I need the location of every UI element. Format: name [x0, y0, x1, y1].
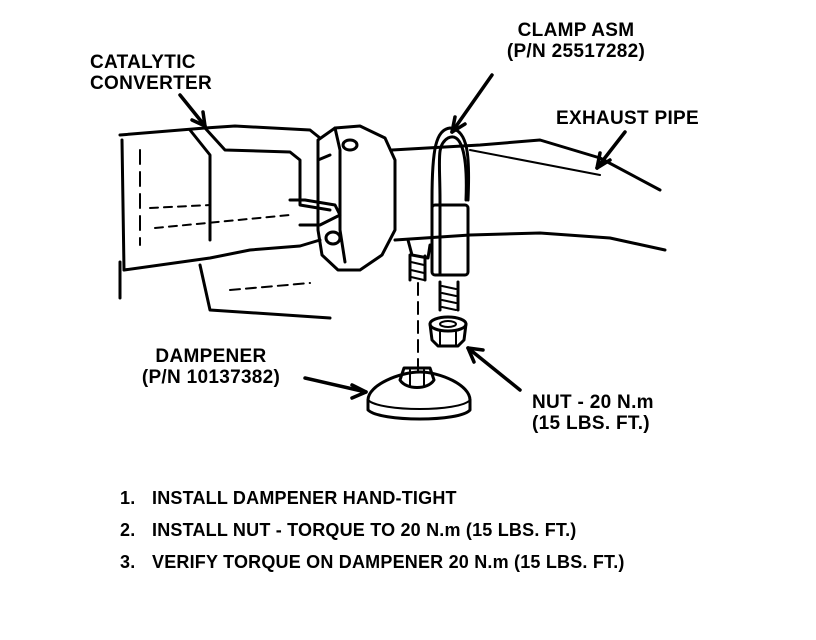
- flange-drawing: [316, 124, 397, 272]
- step-number: 3.: [120, 552, 136, 572]
- dampener-label-line1: DAMPENER: [155, 346, 267, 367]
- dampener-drawing: [366, 366, 472, 421]
- step-text: INSTALL NUT - TORQUE TO 20 N.m (15 LBS. …: [152, 520, 577, 540]
- nut-label: NUT - 20 N.m (15 LBS. FT.): [532, 392, 654, 434]
- clamp-u-bolt-drawing: [430, 126, 471, 312]
- nut-label-line1: NUT - 20 N.m: [532, 392, 654, 413]
- instruction-steps: 1. INSTALL DAMPENER HAND-TIGHT 2. INSTALL …: [120, 488, 625, 584]
- clamp-asm-label: CLAMP ASM (P/N 25517282): [486, 20, 666, 62]
- instruction-step: 3. VERIFY TORQUE ON DAMPENER 20 N.m (15 L…: [120, 552, 625, 584]
- dampener-label: DAMPENER (P/N 10137382): [126, 346, 296, 388]
- label-leaders: [178, 73, 627, 400]
- step-number: 2.: [120, 520, 136, 540]
- catalytic-converter-label: CATALYTIC CONVERTER: [90, 52, 212, 94]
- clamp-asm-part-number: (P/N 25517282): [506, 41, 646, 62]
- exhaust-pipe-drawing: [390, 138, 667, 252]
- step-text: INSTALL DAMPENER HAND-TIGHT: [152, 488, 457, 508]
- nut-drawing: [428, 315, 468, 348]
- nut-label-line2: (15 LBS. FT.): [532, 413, 650, 434]
- catalytic-converter-label-line1: CATALYTIC: [90, 52, 196, 73]
- exhaust-pipe-label: EXHAUST PIPE: [556, 108, 699, 129]
- instruction-step: 1. INSTALL DAMPENER HAND-TIGHT: [120, 488, 625, 520]
- dampener-stud-drawing: [406, 238, 432, 376]
- instruction-step: 2. INSTALL NUT - TORQUE TO 20 N.m (15 LBS…: [120, 520, 625, 552]
- catalytic-converter-label-line2: CONVERTER: [90, 73, 212, 94]
- exhaust-leader-arrow: [595, 130, 627, 170]
- catalytic-converter-drawing: [118, 124, 342, 320]
- step-text: VERIFY TORQUE ON DAMPENER 20 N.m (15 LBS…: [152, 552, 625, 572]
- clamp-leader-arrow: [450, 73, 494, 134]
- nut-leader-arrow: [466, 346, 522, 392]
- dampener-part-number: (P/N 10137382): [141, 367, 281, 388]
- clamp-asm-label-line1: CLAMP ASM: [517, 20, 635, 41]
- step-number: 1.: [120, 488, 136, 508]
- converter-leader-arrow: [178, 93, 207, 128]
- dampener-leader-arrow: [303, 376, 368, 394]
